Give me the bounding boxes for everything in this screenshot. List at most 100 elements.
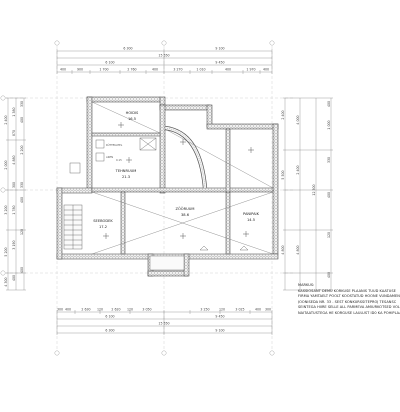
notes-line-5: NÄITAATUSTEGA HE KÕRGUSE LAULUST ID0 KA …	[298, 310, 400, 315]
dim-top1-b: 9 100	[215, 47, 224, 51]
dim-top3-4: 2 760	[127, 68, 136, 72]
dim-left3-3: 2 200	[20, 145, 24, 154]
dim-right2-2: 2 400	[296, 165, 300, 174]
dim-bot1-12: 300	[265, 308, 271, 312]
dim-left2-3: 4 880	[12, 155, 16, 164]
dim-bot1-11: 400	[255, 308, 261, 312]
dim-left3-5: 400	[20, 197, 24, 203]
room-area-hoidis: 16.5	[128, 117, 136, 121]
dim-top3-10: 400	[263, 68, 269, 72]
room-area-seebodek: 17.2	[99, 225, 107, 229]
room-area-tehnruum: 21.3	[122, 175, 130, 179]
dim-bot1-2: 400	[65, 308, 71, 312]
dim-top3-7: 1 010	[196, 68, 205, 72]
dim-left1-2: 2 000	[4, 160, 8, 169]
dim-bot1-5: 2 620	[111, 308, 120, 312]
dim-right2-1: 4 000	[296, 115, 300, 124]
room-area-panipaik: 14.5	[247, 218, 255, 222]
dim-left3-6: 120	[20, 229, 24, 235]
dimension-lines	[7, 50, 332, 334]
dim-top-total: 15 550	[158, 54, 169, 58]
dim-right3-2: 1 000	[327, 120, 331, 129]
interior-walls	[91, 104, 274, 255]
staircase	[63, 204, 83, 250]
dim-bot1-9: 120	[219, 308, 225, 312]
dim-top3-1: 400	[60, 68, 66, 72]
dim-left1-4: 5 200	[4, 247, 8, 256]
dim-bot1-8: 3 250	[200, 308, 209, 312]
dim-left1-1: 2 400	[4, 115, 8, 124]
dim-right3-1: 400	[327, 101, 331, 107]
tag-kuttekatel: KÜTTEKATEL	[106, 142, 123, 147]
dim-top2-b: 9 450	[215, 61, 224, 65]
dim-left2-6: 3 190	[12, 240, 16, 249]
notes-line-2: FIRMA YAMTAELT POOLT KOOSTATUD HOONE VUN…	[298, 294, 400, 299]
dim-top3-8: 400	[225, 68, 231, 72]
dim-right2-3: 12 300	[312, 184, 316, 195]
notes-line-3: JOONISEDA NR. 33 . SEST KONKURSSITEPROJ …	[298, 299, 397, 304]
dim-left2-5: 1 780	[12, 205, 16, 214]
dim-left2-1: 1 380	[12, 107, 16, 116]
room-name-tehnruum: TEHNRUUM	[115, 169, 137, 173]
axis-grid	[5, 46, 295, 350]
dim-bot1-4: 120	[97, 308, 103, 312]
dim-right1-1: 2 400	[281, 110, 285, 119]
dim-right3-5: 120	[327, 232, 331, 238]
dim-top3-3: 1 700	[99, 68, 108, 72]
dim-bot1-7: 3 050	[142, 308, 151, 312]
tag-aken: AKEN	[106, 155, 113, 159]
dim-bot1-3: 2 630	[81, 308, 90, 312]
dim-bot-total: 15 550	[158, 322, 169, 326]
dim-bot1-10: 3 025	[235, 308, 244, 312]
right-dimensions: 2 400 5 500 4 800 4 000 2 400 12 300 4 8…	[281, 101, 331, 278]
dim-right3-6: 400	[327, 272, 331, 278]
fixtures	[69, 137, 249, 271]
dim-bot1-1: 300	[57, 308, 63, 312]
dim-bot2-b: 9 450	[215, 315, 224, 319]
dim-top3-5: 400	[152, 68, 158, 72]
dim-left1-3: 3 200	[4, 205, 8, 214]
level-markers	[103, 122, 254, 239]
dim-top2-a: 6 100	[105, 61, 114, 65]
dim-left3-4: 330	[20, 182, 24, 188]
dim-left2-7: 400	[12, 275, 16, 281]
dim-top1-a: 6 300	[123, 47, 132, 51]
dim-left2-4: 300	[12, 182, 16, 188]
room-name-panipaik: PANIPAIK	[243, 212, 260, 216]
axis-markers	[0, 40, 275, 356]
dimension-ticks	[6, 49, 333, 335]
room-name-hoidis: HOIDIS	[126, 111, 139, 115]
dim-bot1-6: 120	[127, 308, 133, 312]
dim-right3-3: 330	[327, 157, 331, 163]
room-name-zooruum: ZÖÖRUUM	[176, 206, 195, 211]
notes-line-4: SEINTEGA HIIRE SELLE ALL PARMEVA AMIURKO…	[298, 305, 400, 310]
exterior-walls	[56, 96, 279, 277]
dim-right1-2: 5 500	[281, 170, 285, 179]
left-dimensions: 2 400 2 000 3 200 5 200 4 300 1 380 870 …	[4, 101, 24, 287]
dim-bot2-a: 6 100	[105, 315, 114, 319]
dim-bot3-a: 6 300	[105, 329, 114, 333]
dim-right3-4: 400	[327, 192, 331, 198]
dim-top3-9: 1 970	[246, 68, 255, 72]
dim-right2-4: 4 800	[296, 245, 300, 254]
notes-line-1: KÄSSIOSANT DEMU KORKUSE PLAANIS TUUD KÄA…	[298, 288, 396, 293]
room-area-zooruum: 38.6	[181, 213, 190, 217]
dim-left3-2: 400	[20, 117, 24, 123]
drawing-notes: MÄRKUS: KÄSSIOSANT DEMU KORKUSE PLAANIS …	[298, 283, 400, 317]
top-dimensions: 6 300 9 100 15 550 6 100 9 450 400 900 1…	[60, 47, 269, 72]
notes-title: MÄRKUS:	[298, 283, 315, 287]
room-name-seebodek: SEEBODEK	[93, 219, 113, 223]
dim-bot3-b: 9 100	[215, 329, 224, 333]
dim-left1-5: 4 300	[4, 277, 8, 286]
dim-left3-7: 400	[20, 267, 24, 273]
dim-right1-3: 4 800	[281, 245, 285, 254]
dim-top3-2: 900	[77, 68, 83, 72]
dim-top3-6: 3 270	[173, 68, 182, 72]
bottom-dimensions: 300 400 2 630 120 2 620 120 3 050 3 250 …	[57, 308, 271, 333]
level-mark: 0.15	[116, 158, 122, 162]
room-labels: HOIDIS 16.5 TEHNRUUM 21.3 SEEBODEK 17.2 …	[93, 111, 259, 229]
dim-left2-2: 870	[12, 130, 16, 136]
dim-left3-1: 330	[20, 101, 24, 107]
room-diagonals	[91, 101, 274, 255]
